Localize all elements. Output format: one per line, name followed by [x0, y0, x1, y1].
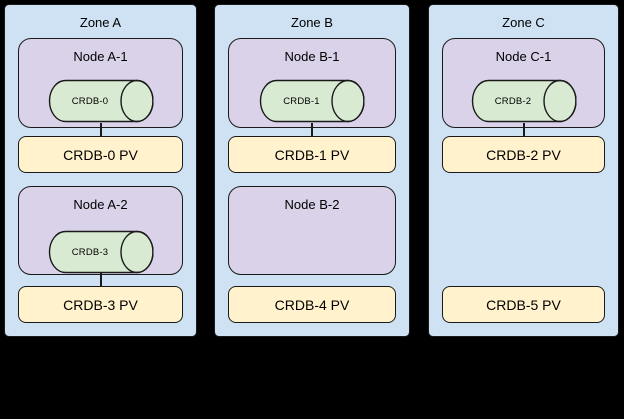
- pv-crdb-5: CRDB-5 PV: [442, 286, 605, 323]
- pv-crdb-2: CRDB-2 PV: [442, 136, 605, 173]
- pod-crdb-1: CRDB-1: [259, 79, 365, 123]
- node-a-1: Node A-1 CRDB-0: [18, 38, 183, 128]
- node-b-1: Node B-1 CRDB-1: [228, 38, 396, 128]
- pv-crdb-0: CRDB-0 PV: [18, 136, 183, 173]
- cylinder-icon: [48, 230, 153, 274]
- node-a-2-title: Node A-2: [73, 197, 128, 212]
- pod-label: CRDB-0: [71, 95, 109, 107]
- connector-node-c1-pv: [522, 123, 525, 137]
- node-b-2-title: Node B-2: [284, 197, 340, 212]
- pod-crdb-2: CRDB-2: [471, 79, 576, 123]
- node-b-2: Node B-2: [228, 186, 396, 275]
- pod-label: CRDB-1: [283, 95, 320, 107]
- cylinder-icon: [48, 79, 153, 123]
- pod-crdb-3: CRDB-3: [48, 230, 153, 274]
- zone-c: Zone C Node C-1 CRDB-2 CRDB-2 PV CRDB-5 …: [428, 4, 619, 337]
- pv-crdb-4: CRDB-4 PV: [228, 286, 396, 323]
- node-a-2: Node A-2 CRDB-3: [18, 186, 183, 275]
- connector-node-b1-pv: [311, 123, 313, 137]
- pv-crdb-3: CRDB-3 PV: [18, 286, 183, 323]
- zone-b: Zone B Node B-1 CRDB-1 CRDB-1 PV Node B-…: [214, 4, 410, 337]
- zone-a: Zone A Node A-1 CRDB-0 CRDB-0 PV Node A-…: [4, 4, 197, 337]
- cylinder-icon: [471, 79, 576, 123]
- node-c-1: Node C-1 CRDB-2: [442, 38, 605, 128]
- pod-label: CRDB-3: [71, 246, 109, 258]
- pod-crdb-0: CRDB-0: [48, 79, 153, 123]
- connector-node-a1-pv: [99, 123, 102, 137]
- cylinder-icon: [259, 79, 365, 123]
- pv-crdb-1: CRDB-1 PV: [228, 136, 396, 173]
- pod-label: CRDB-2: [494, 95, 532, 107]
- zone-c-title: Zone C: [502, 15, 545, 30]
- zone-a-title: Zone A: [79, 15, 122, 30]
- connector-node-a2-pv: [99, 272, 102, 287]
- node-b-1-title: Node B-1: [284, 49, 340, 64]
- node-c-1-title: Node C-1: [495, 49, 552, 64]
- zone-b-title: Zone B: [291, 15, 333, 30]
- node-a-1-title: Node A-1: [73, 49, 128, 64]
